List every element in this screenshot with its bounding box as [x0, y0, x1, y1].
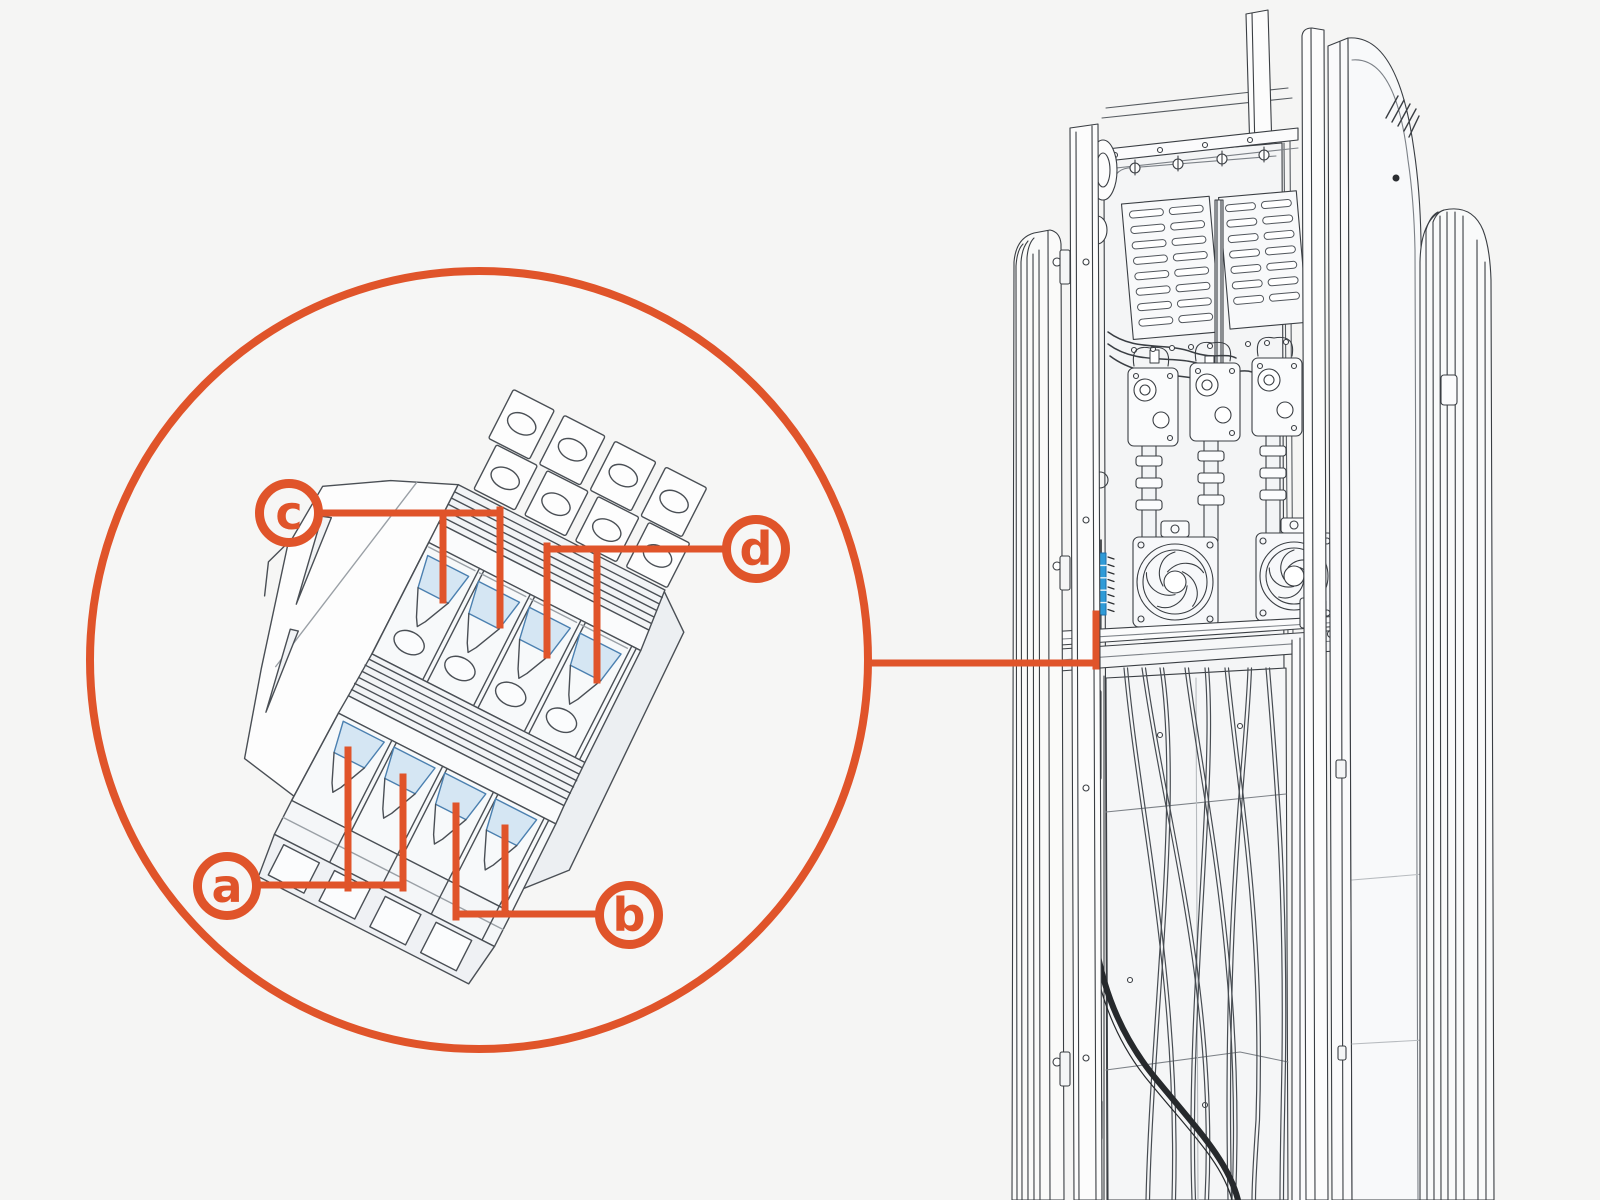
cabinet-left-pillar: [1011, 229, 1065, 1200]
leader-line-b: [452, 802, 600, 921]
charger-cabinet-line-art: [1011, 9, 1495, 1200]
contactor-3: [1251, 336, 1303, 537]
cabinet-lower-interior: [1082, 667, 1289, 1200]
leader-line-d: [543, 542, 726, 684]
terminal-row-lower: [290, 712, 557, 914]
callout-label-d: d: [722, 515, 790, 583]
terminal-block-bottom-steps: [257, 799, 513, 985]
leader-line-c: [318, 506, 504, 629]
callout-letter: c: [275, 486, 303, 540]
contactor-2: [1189, 341, 1241, 542]
terminal-block-side-face: [243, 479, 459, 800]
callout-letter: a: [211, 859, 243, 913]
callout-label-a: a: [193, 852, 261, 920]
cooling-fan-left: [1132, 520, 1219, 628]
terminal-block-back-cages: [473, 389, 707, 588]
heatsink-vent-panel-right: [1218, 190, 1309, 330]
callout-label-b: b: [595, 881, 663, 949]
bolt-row: [1130, 338, 1290, 354]
callout-letter: b: [612, 888, 646, 942]
contactor-group: [1127, 336, 1303, 547]
contactor-1: [1127, 346, 1179, 547]
cable-bundle: [1123, 667, 1287, 1200]
callout-label-c: c: [255, 479, 323, 547]
door-vent-slats: [1385, 95, 1420, 138]
heatsink-vent-panel-left: [1120, 195, 1222, 341]
cable-clips: [1129, 146, 1270, 176]
terminal-block-detail: [243, 389, 707, 985]
cabinet-door-open: [1301, 27, 1425, 1200]
cabinet-right-pillar: [1419, 208, 1495, 1200]
leader-line-a: [257, 746, 407, 892]
callout-letter: d: [739, 522, 773, 576]
leader-line-main: [865, 610, 1100, 670]
